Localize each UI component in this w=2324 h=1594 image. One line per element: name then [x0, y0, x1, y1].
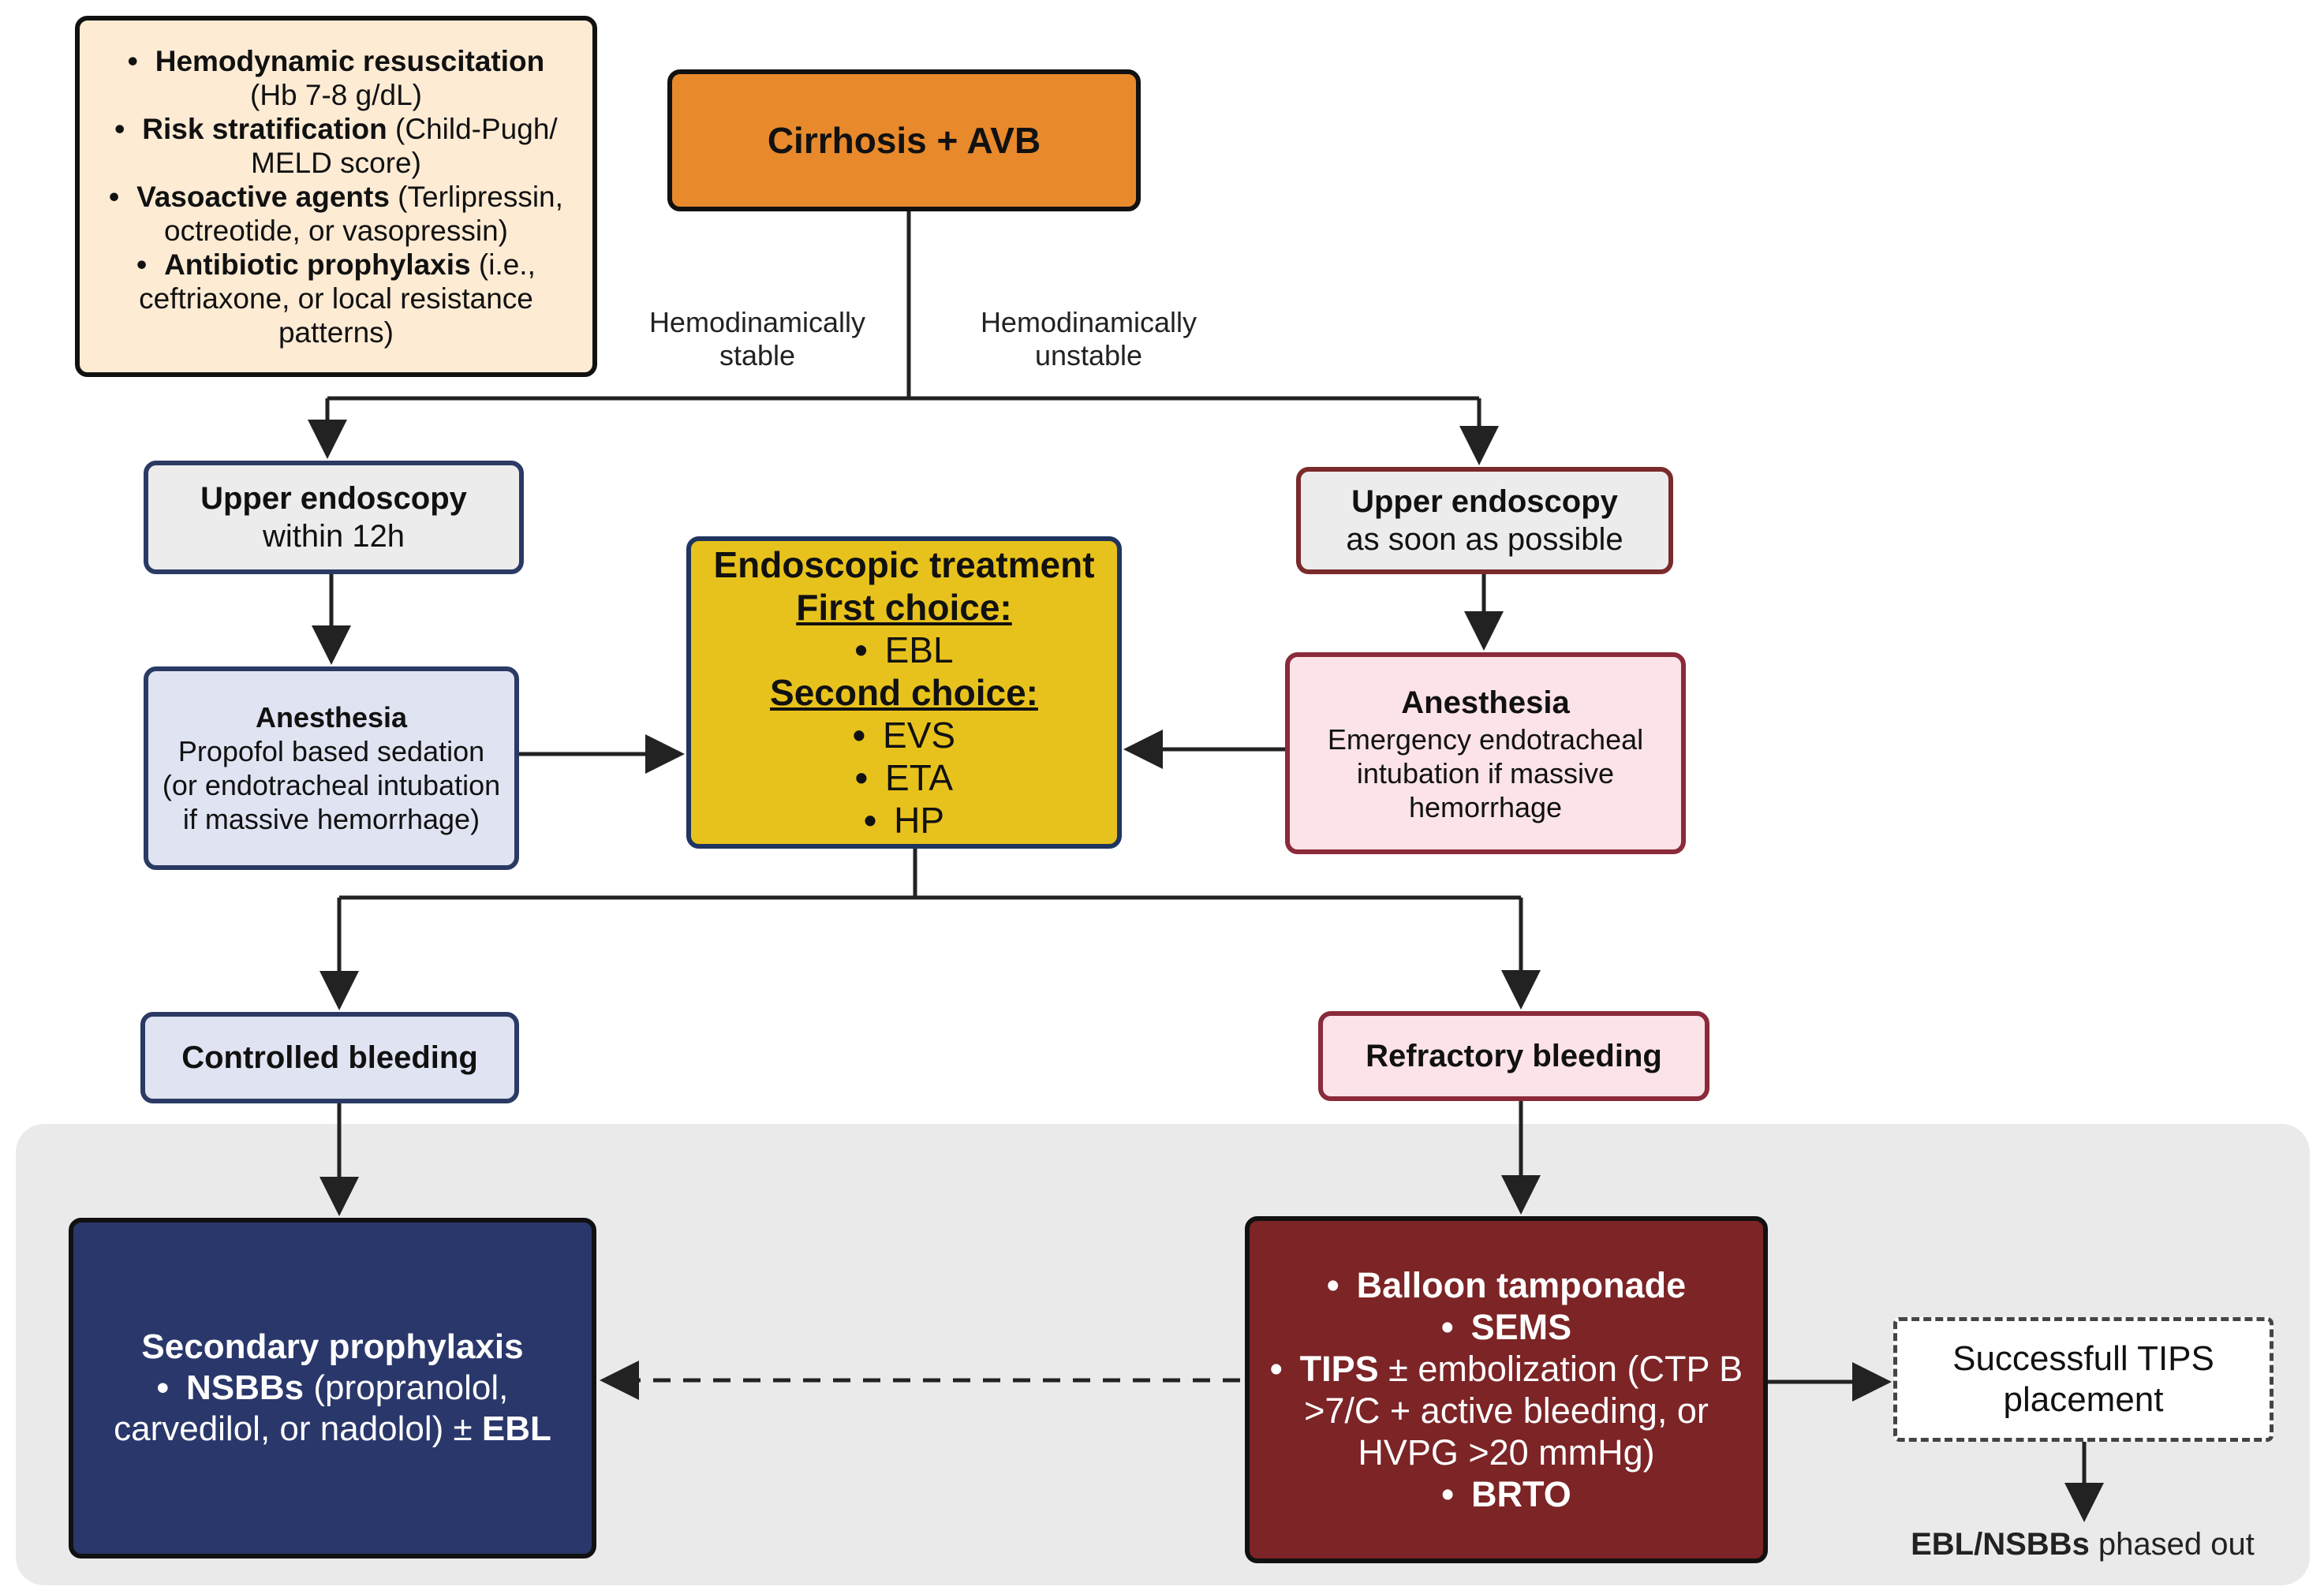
first-choice-label: First choice:	[796, 587, 1012, 628]
list-item: Vasoactive agents (Terlipressin, octreot…	[103, 180, 569, 248]
initial-management-box: Hemodynamic resuscitation (Hb 7-8 g/dL) …	[75, 16, 597, 377]
list-item: EVS	[853, 714, 955, 756]
tips-success-label: Successfull TIPS placement	[1952, 1339, 2214, 1419]
tips-success-box: Successfull TIPS placement	[1893, 1317, 2274, 1442]
endoscopy-unstable-box: Upper endoscopy as soon as possible	[1296, 467, 1673, 574]
list-item: EBL	[854, 629, 953, 671]
second-choice-list: EVS ETA HP	[853, 714, 955, 842]
initial-management-list: Hemodynamic resuscitation (Hb 7-8 g/dL) …	[103, 44, 569, 349]
refractory-bleeding-label: Refractory bleeding	[1366, 1038, 1662, 1073]
secondary-prophylaxis-item: NSBBs (propranolol, carvedilol, or nadol…	[97, 1368, 568, 1450]
anesthesia-unstable-text: Emergency endotracheal intubation if mas…	[1327, 722, 1644, 823]
endoscopy-unstable-title: Upper endoscopy	[1351, 484, 1618, 519]
branch-label-unstable: Hemodinamically unstable	[980, 306, 1197, 371]
list-item: BRTO	[1265, 1473, 1747, 1515]
second-choice-label: Second choice:	[770, 672, 1038, 713]
anesthesia-stable-title: Anesthesia	[255, 701, 408, 734]
controlled-bleeding-box: Controlled bleeding	[140, 1012, 519, 1103]
endoscopic-treatment-box: Endoscopic treatment First choice: EBL S…	[686, 536, 1122, 849]
list-item: Risk stratification (Child-Pugh/ MELD sc…	[103, 112, 569, 180]
list-item: HP	[853, 799, 955, 842]
controlled-bleeding-label: Controlled bleeding	[181, 1040, 478, 1075]
rescue-therapies-list: Balloon tamponade SEMS TIPS ± embolizati…	[1265, 1264, 1747, 1515]
rescue-therapies-box: Balloon tamponade SEMS TIPS ± embolizati…	[1245, 1216, 1768, 1563]
final-outcome-label: EBL/NSBBs phased out	[1911, 1527, 2255, 1562]
anesthesia-stable-box: Anesthesia Propofol based sedation (or e…	[144, 666, 519, 870]
endoscopy-stable-box: Upper endoscopy within 12h	[144, 461, 524, 574]
list-item: Hemodynamic resuscitation (Hb 7-8 g/dL)	[103, 44, 569, 112]
endoscopy-stable-subtitle: within 12h	[262, 519, 405, 554]
start-node-cirrhosis-avb: Cirrhosis + AVB	[667, 69, 1141, 211]
branch-label-stable: Hemodinamically stable	[648, 306, 866, 371]
endoscopic-treatment-title: Endoscopic treatment	[713, 544, 1095, 585]
list-item: Antibiotic prophylaxis (i.e., ceftriaxon…	[103, 248, 569, 349]
endoscopy-stable-title: Upper endoscopy	[200, 481, 467, 516]
list-item: TIPS ± embolization (CTP B >7/C + active…	[1265, 1348, 1747, 1473]
list-item: SEMS	[1265, 1306, 1747, 1348]
refractory-bleeding-box: Refractory bleeding	[1318, 1011, 1709, 1101]
first-choice-list: EBL	[854, 629, 953, 671]
secondary-prophylaxis-box: Secondary prophylaxis NSBBs (propranolol…	[69, 1218, 596, 1559]
anesthesia-stable-text: Propofol based sedation (or endotracheal…	[162, 735, 501, 835]
anesthesia-unstable-title: Anesthesia	[1401, 685, 1570, 720]
list-item: ETA	[853, 756, 955, 799]
anesthesia-unstable-box: Anesthesia Emergency endotracheal intuba…	[1285, 652, 1686, 854]
list-item: Balloon tamponade	[1265, 1264, 1747, 1306]
endoscopy-unstable-subtitle: as soon as possible	[1346, 522, 1623, 557]
start-node-label: Cirrhosis + AVB	[767, 120, 1041, 161]
secondary-prophylaxis-title: Secondary prophylaxis	[141, 1327, 524, 1366]
